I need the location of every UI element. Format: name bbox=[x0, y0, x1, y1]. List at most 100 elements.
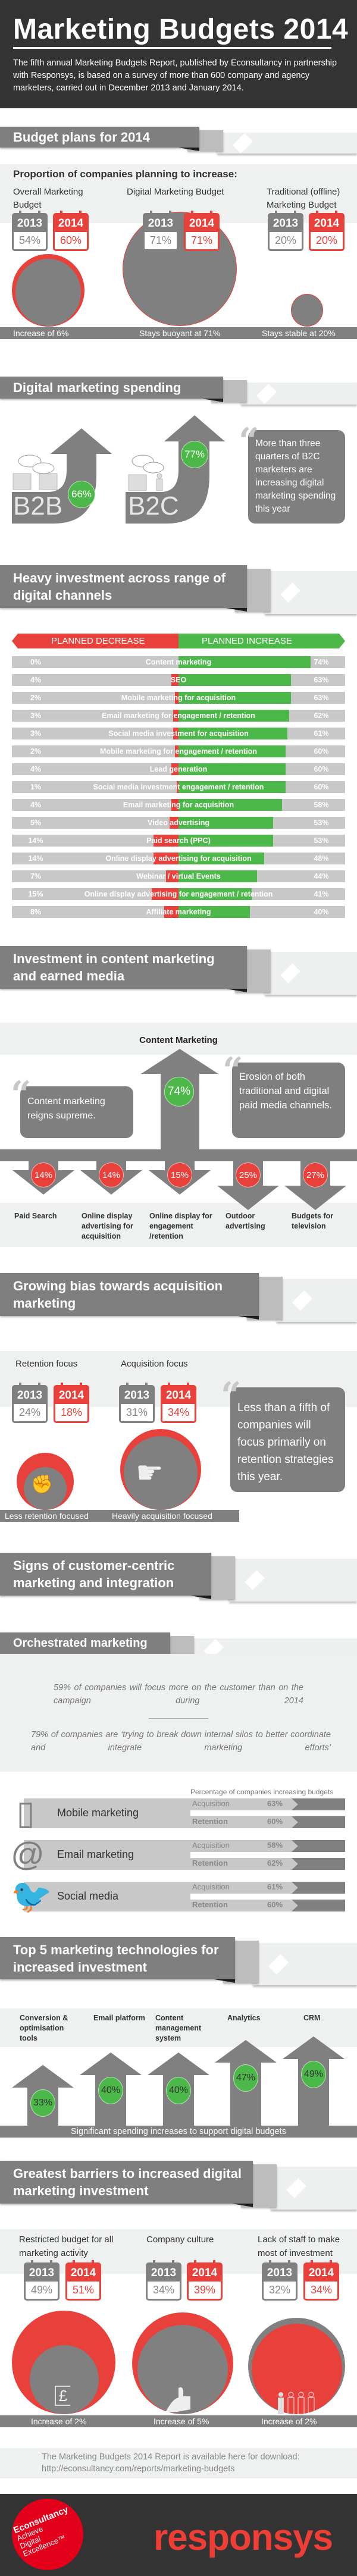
barrier-label-culture: Company culture bbox=[146, 2235, 214, 2245]
increase-value-label: 48% bbox=[314, 854, 329, 863]
download-text: The Marketing Budgets 2014 Report is ava… bbox=[42, 2452, 300, 2462]
section-title: Top 5 marketing technologies for increas… bbox=[0, 1937, 235, 1979]
caption-culture: Increase of 5% bbox=[154, 2417, 209, 2426]
retention-pct: 60% bbox=[267, 1817, 283, 1826]
planned-increase-bar bbox=[178, 634, 345, 648]
page-title: Marketing Budgets 2014 bbox=[13, 14, 349, 45]
decrease-bar bbox=[154, 853, 178, 864]
increase-bar bbox=[178, 888, 252, 900]
decrease-bar bbox=[152, 888, 178, 900]
technology-pct-badge: 40% bbox=[166, 2077, 191, 2104]
stat-divider bbox=[149, 1718, 208, 1719]
section-banner-channels: Heavy investment across range of digital… bbox=[0, 565, 357, 614]
acquisition-pct: 58% bbox=[267, 1841, 283, 1850]
calendar-year: 2014 bbox=[305, 2264, 337, 2282]
section-banner-barriers: Greatest barriers to increased digital m… bbox=[0, 2161, 357, 2210]
category-label: Email marketing for acquisition bbox=[123, 801, 234, 809]
pointing-hand-icon: ☛ bbox=[136, 1455, 164, 1491]
calendar-year: 2013 bbox=[264, 2264, 296, 2282]
category-label: Email marketing for engagement / retenti… bbox=[102, 712, 255, 720]
decrease-bar bbox=[173, 710, 178, 722]
category-label: Lead generation bbox=[149, 765, 208, 773]
technologies-caption-strip: Significant spending increases to suppor… bbox=[0, 2126, 357, 2138]
dark-chevron-bar bbox=[292, 1858, 345, 1870]
technology-label: Conversion & optimisation tools bbox=[20, 2014, 68, 2042]
decline-label: Online display advertising for acquisiti… bbox=[82, 1212, 133, 1240]
decrease-bar bbox=[175, 692, 178, 704]
calendar-pct: 34% bbox=[310, 2284, 333, 2296]
section-title: Signs of customer-centric marketing and … bbox=[0, 1553, 211, 1596]
calendar-pct: 31% bbox=[126, 1406, 148, 1418]
decrease-value-label: 4% bbox=[30, 801, 42, 809]
calendar-year: 2013 bbox=[148, 2264, 180, 2282]
decline-pct-badge: 27% bbox=[303, 1162, 328, 1187]
b2b-speech-bubbles-icon bbox=[18, 455, 55, 474]
calendar-2014: 2014 34% bbox=[303, 2260, 339, 2301]
b2b-label: B2B bbox=[13, 491, 63, 521]
increase-bar bbox=[178, 674, 291, 686]
decrease-bar bbox=[177, 781, 178, 793]
decrease-bar bbox=[173, 728, 178, 739]
category-label: Content marketing bbox=[145, 658, 212, 666]
decline-label: Budgets for television bbox=[292, 1212, 334, 1230]
caption-staff: Increase of 2% bbox=[261, 2417, 317, 2426]
increase-bar bbox=[178, 799, 282, 811]
dark-chevron-bar bbox=[292, 1798, 345, 1810]
calendar-pct: 39% bbox=[193, 2284, 216, 2296]
increase-bar bbox=[178, 710, 289, 722]
budget-label-overall: Overall Marketing Budget bbox=[13, 187, 83, 210]
traditional-circle bbox=[291, 294, 323, 327]
section-title: Greatest barriers to increased digital m… bbox=[0, 2161, 253, 2204]
acquisition-pct: 61% bbox=[267, 1882, 283, 1891]
technologies-caption: Significant spending increases to suppor… bbox=[71, 2127, 286, 2136]
b2c-quote: More than three quarters of B2C marketer… bbox=[248, 430, 345, 524]
content-marketing-chart-title: Content Marketing bbox=[139, 1035, 218, 1045]
increase-bar bbox=[178, 781, 286, 793]
acquisition-captions-strip: Less retention focused Heavily acquisiti… bbox=[0, 1510, 239, 1522]
calendar-pct: 18% bbox=[60, 1406, 83, 1418]
header: Marketing Budgets 2014 The fifth annual … bbox=[0, 0, 357, 108]
decrease-bar bbox=[171, 674, 178, 686]
decrease-bar bbox=[164, 906, 178, 918]
content-up-pct-badge: 74% bbox=[164, 1077, 194, 1107]
decrease-value-label: 2% bbox=[30, 747, 42, 756]
b2c-speech-bubbles-icon bbox=[131, 455, 164, 474]
section-banner-acquisition: Growing bias towards acquisition marketi… bbox=[0, 1273, 357, 1322]
calendar-pct: 34% bbox=[152, 2284, 175, 2296]
decline-pct-badge: 14% bbox=[31, 1162, 56, 1187]
channel-name: Social media bbox=[57, 1890, 119, 1902]
increase-value-label: 62% bbox=[314, 712, 329, 720]
acquisition-label: Acquisition bbox=[192, 1799, 230, 1808]
increase-value-label: 60% bbox=[314, 747, 329, 756]
quote-mark-icon: “ bbox=[223, 1050, 243, 1092]
increase-value-label: 44% bbox=[314, 872, 329, 880]
increase-value-label: 60% bbox=[314, 783, 329, 791]
decrease-value-label: 4% bbox=[30, 765, 42, 773]
section-banner-orchestrated: Orchestrated marketing bbox=[0, 1632, 357, 1660]
b2c-label: B2C bbox=[128, 491, 179, 521]
dark-chevron-bar bbox=[292, 1882, 345, 1894]
budget-plans-subtitle: Proportion of companies planning to incr… bbox=[13, 168, 237, 180]
download-link[interactable]: http://econsultancy.com/reports/marketin… bbox=[42, 2464, 235, 2474]
category-label: Social media investment engagement / ret… bbox=[93, 783, 264, 791]
row-band bbox=[24, 1882, 190, 1911]
calendar-year: 2013 bbox=[14, 1387, 46, 1404]
category-label: SEO bbox=[170, 676, 187, 684]
calendar-year: 2014 bbox=[311, 215, 343, 232]
orchestrated-panel bbox=[0, 1654, 357, 1772]
decrease-bar bbox=[171, 799, 178, 811]
fist-icon: ✊ bbox=[31, 1475, 54, 1494]
barriers-captions-strip: Increase of 2% Increase of 5% Increase o… bbox=[0, 2415, 357, 2427]
quote-mark-icon: “ bbox=[11, 1074, 32, 1115]
increase-value-label: 60% bbox=[314, 765, 329, 773]
decrease-bar bbox=[175, 745, 178, 757]
dark-chevron-bar bbox=[292, 1840, 345, 1852]
planned-decrease-label: PLANNED DECREASE bbox=[51, 636, 145, 646]
budgets-header: Percentage of companies increasing budge… bbox=[190, 1788, 334, 1796]
increase-bar bbox=[178, 728, 287, 739]
calendar-pct: 71% bbox=[149, 234, 172, 246]
